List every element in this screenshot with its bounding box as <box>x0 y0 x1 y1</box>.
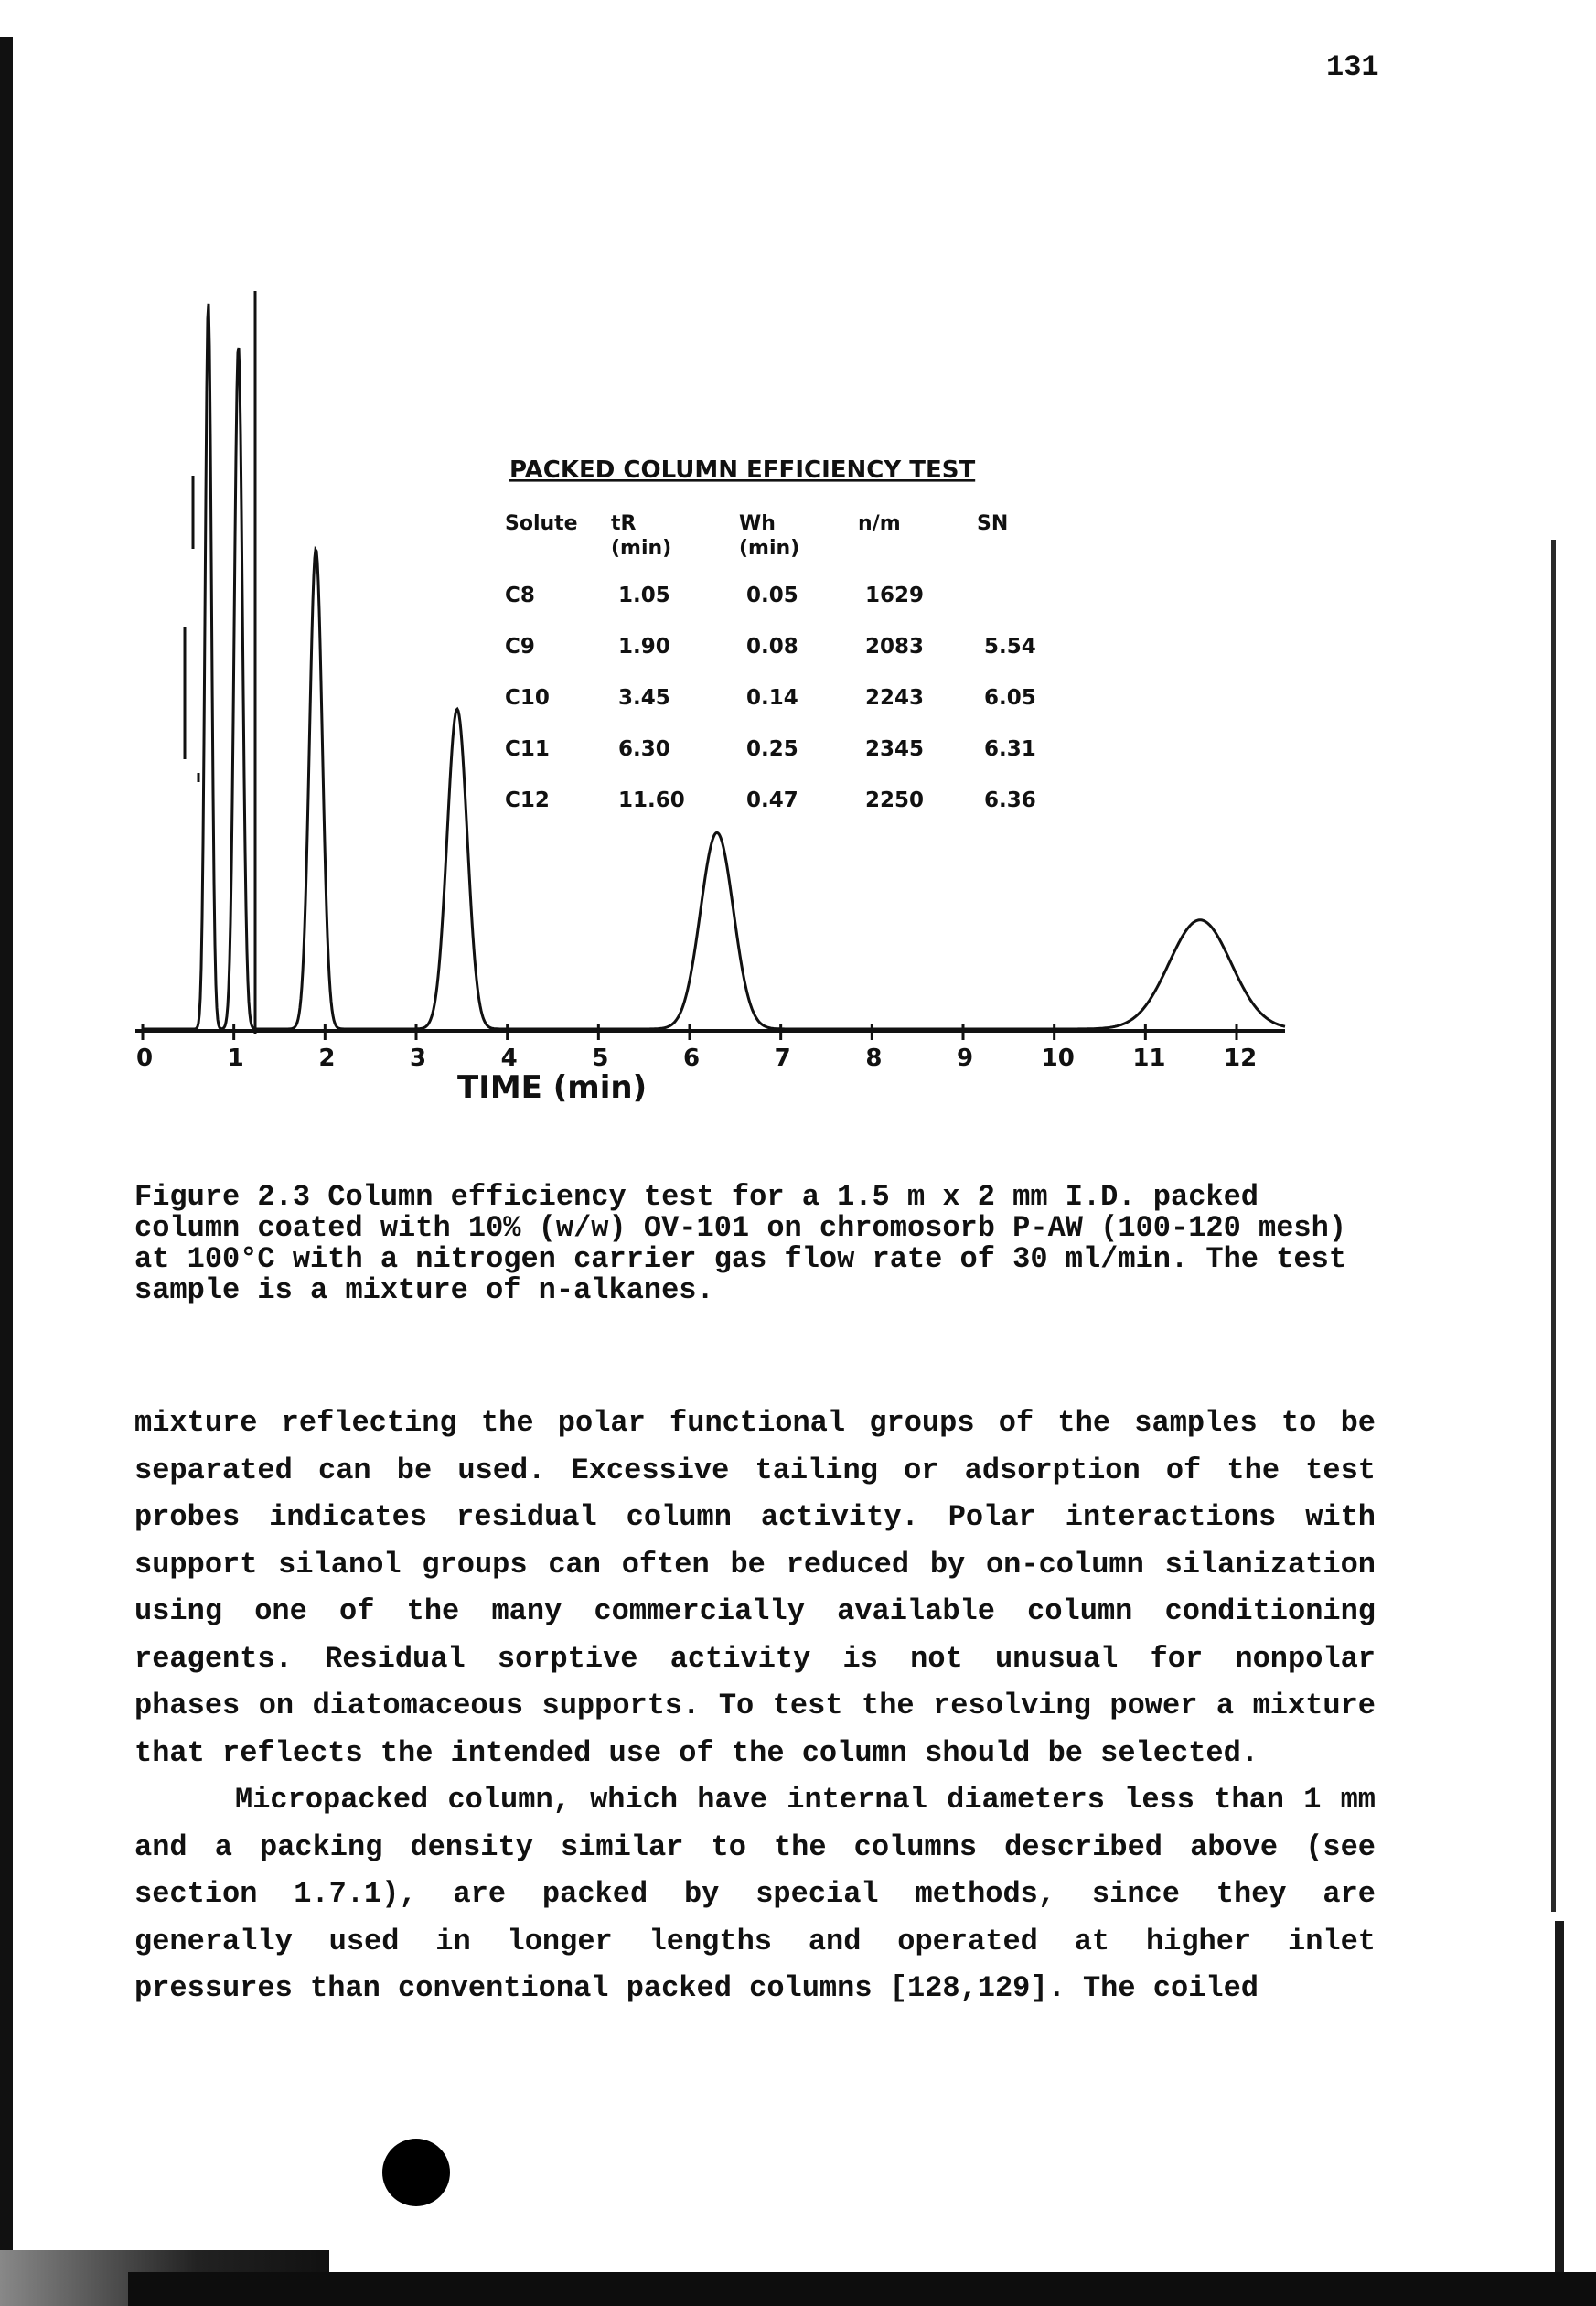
x-tick-label: 8 <box>865 1045 882 1072</box>
table-cell: 0.47 <box>746 788 798 812</box>
table-cell: 5.54 <box>984 635 1036 659</box>
scan-edge-right <box>1551 540 1556 1912</box>
table-cell: 0.08 <box>746 635 798 659</box>
table-cell: 0.25 <box>746 737 798 761</box>
x-tick-label: 0 <box>136 1045 153 1072</box>
table-header-cell: (min) <box>739 537 799 560</box>
table-cell: 6.05 <box>984 686 1036 710</box>
x-tick-label: 5 <box>592 1045 608 1072</box>
x-tick-label: 6 <box>683 1045 700 1072</box>
table-cell: 11.60 <box>618 788 685 812</box>
table-cell: 1.90 <box>618 635 670 659</box>
table-header-cell: n/m <box>858 512 901 535</box>
table-cell: 2083 <box>865 635 924 659</box>
x-tick-label: 12 <box>1224 1045 1257 1072</box>
table-cell: C12 <box>505 788 550 812</box>
body-text: mixture reflecting the polar functional … <box>134 1400 1376 2012</box>
punch-hole <box>382 2139 450 2206</box>
chromatogram-signal <box>143 291 1286 1034</box>
table-cell: 6.30 <box>618 737 670 761</box>
x-axis-label: TIME (min) <box>457 1069 647 1106</box>
x-tick-label: 10 <box>1042 1045 1075 1072</box>
table-header-cell: (min) <box>611 537 671 560</box>
x-tick-label: 11 <box>1132 1045 1165 1072</box>
table-cell: C8 <box>505 584 535 607</box>
x-tick-label: 2 <box>318 1045 335 1072</box>
table-cell: 0.14 <box>746 686 798 710</box>
table-cell: 6.31 <box>984 737 1036 761</box>
scan-edge-right-lower <box>1555 1921 1564 2278</box>
table-cell: 2243 <box>865 686 924 710</box>
paragraph: mixture reflecting the polar functional … <box>134 1406 1376 1770</box>
x-tick-label: 4 <box>501 1045 518 1072</box>
table-cell: 6.36 <box>984 788 1036 812</box>
table-cell: 3.45 <box>618 686 670 710</box>
x-tick-label: 3 <box>410 1045 426 1072</box>
table-cell: 0.05 <box>746 584 798 607</box>
table-header-cell: tR <box>611 512 637 535</box>
chromatogram-trace <box>143 303 1286 1031</box>
x-tick-label: 1 <box>228 1045 244 1072</box>
table-cell: C11 <box>505 737 550 761</box>
table-header-cell: Solute <box>505 512 578 535</box>
table-cell: C9 <box>505 635 535 659</box>
page-number: 131 <box>1326 50 1379 84</box>
table-cell: 2345 <box>865 737 924 761</box>
x-tick-label: 9 <box>957 1045 973 1072</box>
figure-caption: Figure 2.3 Column efficiency test for a … <box>134 1180 1347 1307</box>
scan-edge-left <box>0 37 13 2296</box>
table-header-cell: SN <box>977 512 1008 535</box>
x-tick-label: 7 <box>775 1045 791 1072</box>
table-cell: 1629 <box>865 584 924 607</box>
table-header-cell: Wh <box>739 512 776 535</box>
table-cell: 1.05 <box>618 584 670 607</box>
table-cell: 2250 <box>865 788 924 812</box>
table-cell: C10 <box>505 686 550 710</box>
paragraph: Micropacked column, which have internal … <box>134 1783 1376 2005</box>
scan-bottom-edge <box>128 2272 1596 2306</box>
table-title: PACKED COLUMN EFFICIENCY TEST <box>509 456 975 484</box>
